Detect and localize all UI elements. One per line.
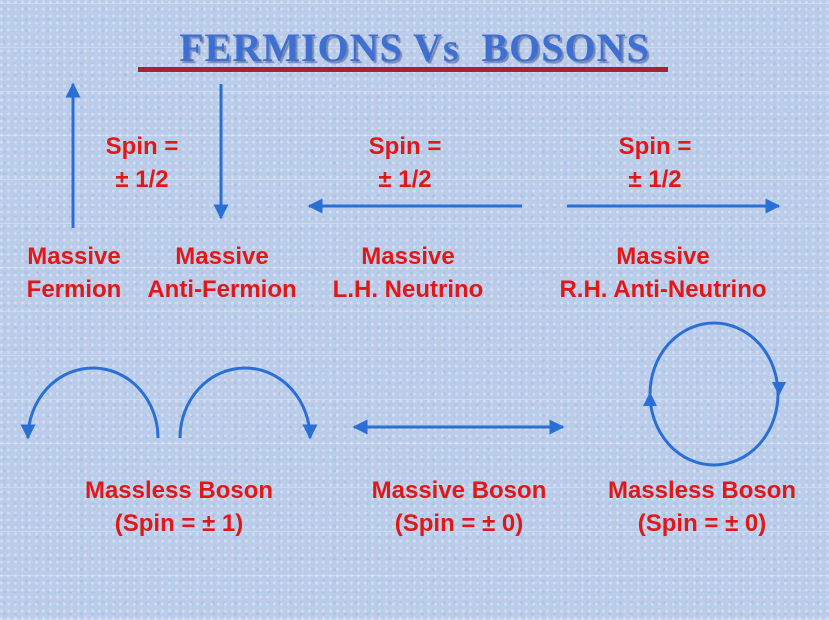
spin-label-3: Spin = ± 1/2	[618, 133, 692, 193]
boson-massless-spin0: Massless Boson (Spin = ± 0)	[607, 477, 797, 537]
massless-boson-left-arc	[20, 366, 160, 440]
particle-rh-antineutrino: Massive R.H. Anti-Neutrino	[559, 243, 767, 303]
massless-boson-circle	[648, 321, 780, 467]
title-underline	[138, 67, 668, 72]
massless-boson-right-arc	[178, 366, 318, 440]
particle-lh-neutrino: Massive L.H. Neutrino	[332, 243, 484, 303]
circle-arrowhead-right	[772, 382, 786, 396]
particle-anti-fermion: Massive Anti-Fermion	[147, 243, 297, 303]
boson-massless-spin1: Massless Boson (Spin = ± 1)	[84, 477, 274, 537]
spin-label-2: Spin = ± 1/2	[368, 133, 442, 193]
circle-arrowhead-left	[643, 392, 657, 406]
boson-massive-spin0: Massive Boson (Spin = ± 0)	[371, 477, 547, 537]
particle-fermion: Massive Fermion	[26, 243, 122, 303]
page-title: FERMIONS Vs BOSONS	[179, 25, 650, 70]
spin-label-1: Spin = ± 1/2	[105, 133, 179, 193]
